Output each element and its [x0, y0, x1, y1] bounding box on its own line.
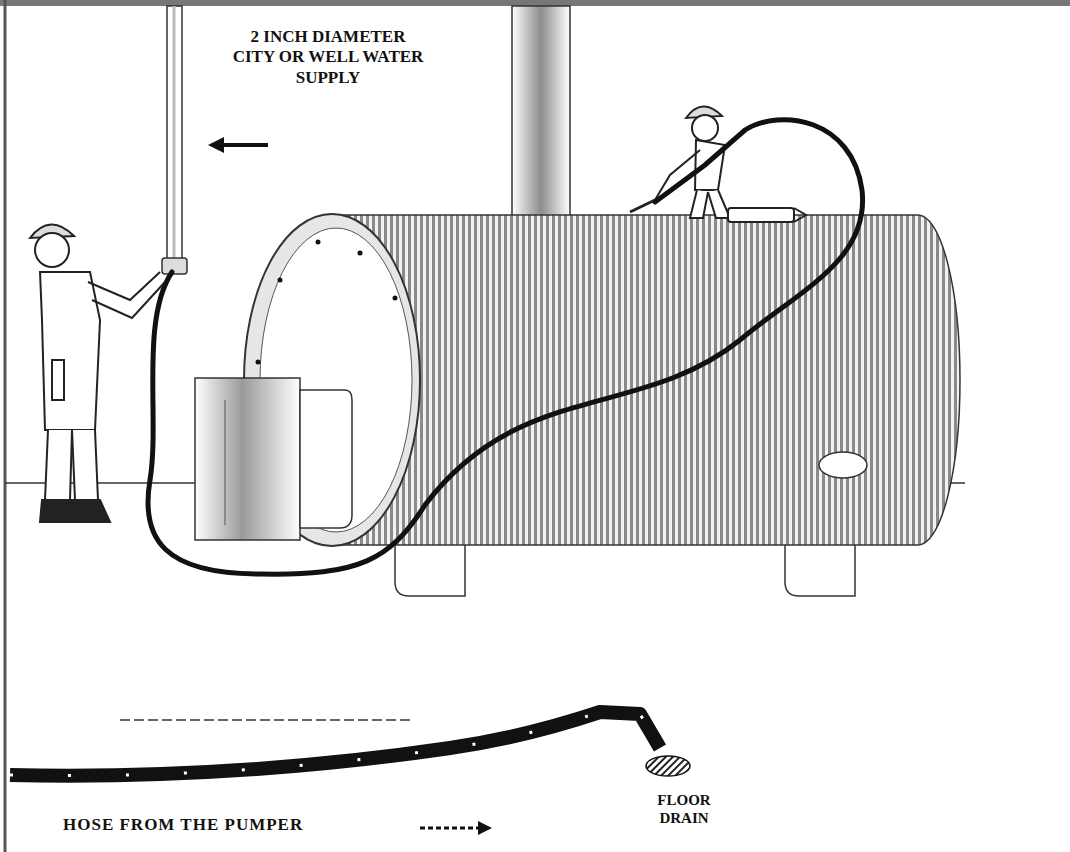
frame-left	[4, 0, 7, 852]
frame-top	[0, 0, 1070, 6]
pumper-arrow	[420, 821, 492, 835]
access-door	[195, 378, 352, 540]
tank-stack	[512, 6, 570, 220]
worker-top	[630, 106, 806, 222]
cleaning-hose	[148, 120, 863, 575]
drain-label: FLOOR DRAIN	[640, 790, 728, 828]
tank-body	[332, 215, 960, 545]
water-supply-pipe	[162, 6, 187, 274]
dotted-line	[120, 719, 410, 721]
hose-label: HOSE FROM THE PUMPER	[60, 814, 306, 836]
floor-drain	[646, 756, 690, 776]
supply-arrow	[208, 137, 268, 153]
worker-left	[30, 224, 165, 522]
pumper-hose	[10, 712, 660, 776]
inspection-port	[819, 452, 867, 478]
supply-label: 2 INCH DIAMETER CITY OR WELL WATER SUPPL…	[225, 26, 431, 89]
